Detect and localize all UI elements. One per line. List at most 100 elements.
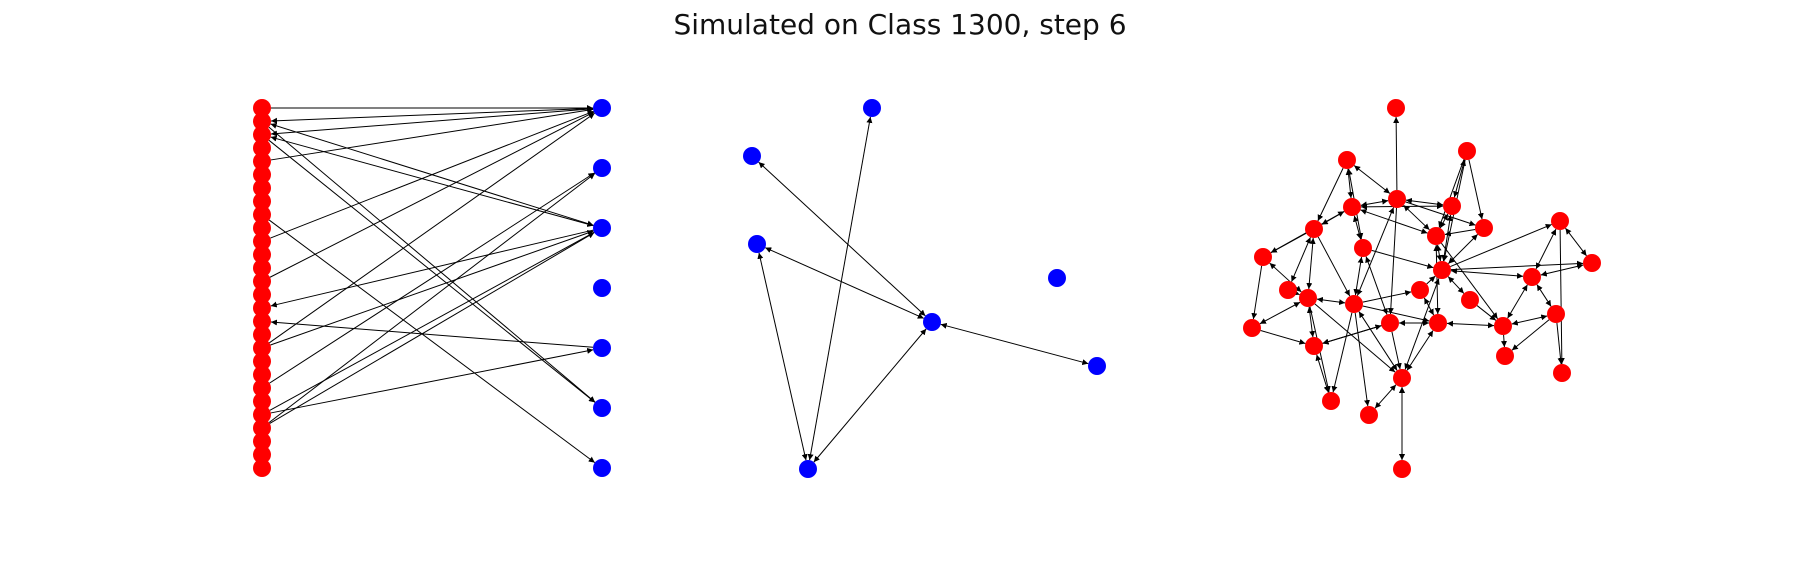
red-graph-edge [1565, 227, 1587, 257]
red-graph-edge [1441, 214, 1453, 262]
red-node [253, 379, 271, 397]
red-graph-edge [1423, 297, 1435, 316]
red-graph-edge [1353, 165, 1391, 194]
red-graph-node [1381, 314, 1399, 332]
red-graph-node [1243, 319, 1261, 337]
red-node [253, 272, 271, 291]
blue-graph-node [743, 147, 761, 165]
red-node [253, 352, 271, 371]
red-graph-edge [1426, 275, 1436, 285]
red-node [253, 245, 271, 264]
red-graph-edge [1450, 223, 1552, 268]
red-node [253, 139, 271, 157]
red-node [253, 285, 271, 304]
bipartite-edge [268, 173, 596, 423]
figure-title: Simulated on Class 1300, step 6 [673, 8, 1127, 41]
red-node [253, 205, 271, 224]
red-graph-node [1547, 305, 1565, 323]
red-graph-node [1305, 337, 1323, 355]
red-graph-node [1360, 406, 1378, 424]
bipartite-edge [270, 229, 594, 308]
red-graph-edge [1260, 330, 1306, 345]
red-graph-node [1433, 261, 1451, 279]
red-graph-edge [1405, 197, 1444, 208]
red-graph-edge [1446, 320, 1495, 329]
red-node [253, 445, 271, 464]
red-node [253, 152, 271, 171]
red-graph-edge [1292, 289, 1300, 296]
red-graph-edge [1391, 331, 1402, 370]
red-graph-node [1523, 268, 1541, 286]
red-graph-edge [1306, 306, 1316, 338]
red-graph-node [1553, 364, 1571, 382]
red-graph-node [1345, 295, 1363, 313]
blue-graph-node [748, 235, 766, 253]
red-graph-edge [1317, 236, 1351, 297]
red-graph-node [1343, 198, 1361, 216]
red-graph-node [1494, 317, 1512, 335]
red-node [253, 165, 271, 184]
red-graph-edge [1393, 116, 1400, 191]
red-graph-node [1305, 220, 1323, 238]
blue-graph-edge [807, 116, 873, 461]
red-node [253, 299, 271, 317]
red-graph-node [1322, 392, 1340, 410]
blue-graph-node [923, 313, 941, 331]
red-node [253, 112, 271, 131]
red-graph-node [1299, 289, 1317, 307]
blue-graph-edge [940, 322, 1089, 366]
red-graph-edge [1450, 268, 1524, 279]
red-graph-edge [1365, 256, 1388, 315]
blue-node [593, 459, 611, 477]
red-node [253, 259, 271, 277]
red-graph-edge [1540, 263, 1584, 277]
red-graph-node [1411, 281, 1429, 299]
red-graph-edge [1433, 244, 1441, 315]
red-node [253, 432, 271, 451]
red-node [253, 179, 271, 197]
red-graph-node [1279, 281, 1297, 299]
blue-node [593, 339, 611, 357]
red-graph-edge [1371, 249, 1434, 269]
red-graph-edge [1507, 284, 1528, 319]
red-node [253, 392, 271, 411]
bipartite-edge [269, 232, 595, 424]
red-graph-edge [1435, 244, 1443, 262]
red-graph-node [1388, 190, 1406, 208]
blue-node [593, 279, 611, 297]
red-node [253, 459, 271, 477]
blue-graph-node [799, 460, 817, 478]
red-graph-edge [1405, 201, 1476, 227]
bipartite-edge [270, 122, 594, 227]
red-graph-node [1458, 142, 1476, 160]
red-graph-edge [1453, 159, 1466, 198]
bipartite-edge [270, 107, 594, 124]
blue-node [593, 219, 611, 237]
bipartite-edge [269, 231, 595, 411]
red-graph-edge [1360, 209, 1428, 234]
panel-red-graph [1243, 99, 1601, 478]
red-graph-edge [1556, 322, 1564, 365]
bipartite-edge [270, 107, 594, 161]
red-graph-edge [1558, 229, 1565, 365]
red-graph-node [1583, 254, 1601, 272]
red-graph-node [1461, 291, 1479, 309]
blue-graph-node [863, 99, 881, 117]
red-graph-edge [1322, 325, 1382, 345]
red-graph-edge [1511, 319, 1550, 351]
bipartite-edge [270, 347, 594, 414]
red-graph-edge [1444, 228, 1476, 237]
red-node [253, 125, 271, 144]
red-graph-edge [1468, 159, 1484, 220]
red-graph-edge [1306, 237, 1316, 290]
red-graph-edge [1315, 354, 1330, 393]
red-graph-edge [1331, 312, 1353, 393]
red-node [253, 419, 271, 437]
blue-graph-node [1048, 269, 1066, 287]
red-graph-edge [1362, 290, 1412, 303]
red-graph-node [1443, 197, 1461, 215]
red-node [253, 405, 271, 424]
red-node [253, 312, 271, 331]
bipartite-edge [270, 135, 594, 227]
panel-blue-graph [743, 99, 1106, 478]
